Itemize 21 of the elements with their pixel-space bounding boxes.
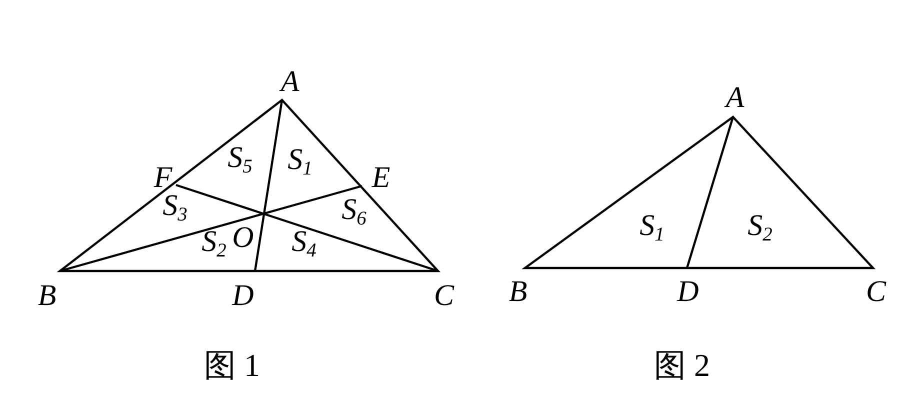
point-label: O [232,223,254,253]
point-label: C [434,281,454,311]
point-label: A [726,83,744,113]
area-label: S$_{2}$ [748,210,772,246]
point-label: F [154,163,172,193]
area-label: S$_{6}$ [342,194,366,230]
point-label: C [866,277,886,307]
area-label: S$_{4}$ [292,226,316,262]
area-label: S$_{5}$ [228,142,252,178]
figure-caption: 图 1 [204,349,260,381]
point-label: D [232,281,254,311]
point-label: B [508,277,528,307]
point-label: E [372,163,390,193]
area-label: S$_{1}$ [640,210,664,246]
area-label: S$_{2}$ [202,226,226,262]
point-label: B [38,281,56,311]
area-label: S$_{1}$ [288,144,312,180]
figure-caption: 图 2 [654,349,710,381]
point-label: A [280,67,300,97]
area-label: S$_{3}$ [162,190,188,226]
point-label: D [677,277,699,307]
